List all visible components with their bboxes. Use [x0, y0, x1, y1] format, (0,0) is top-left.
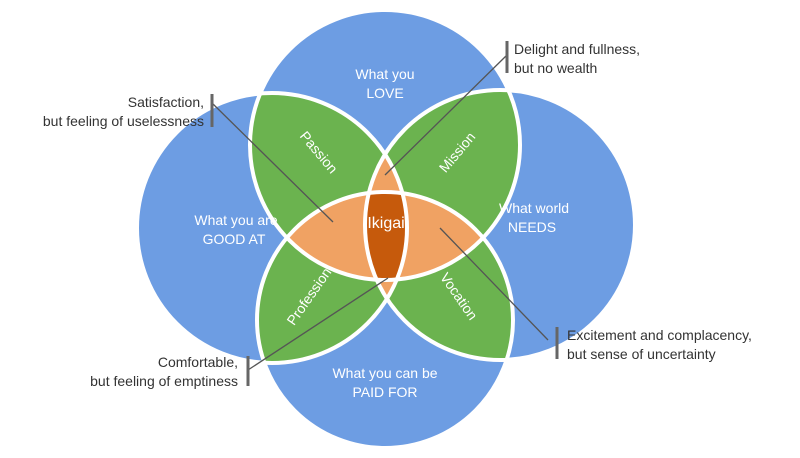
leader-line-bottom-right — [439, 227, 549, 341]
overlap-love-good-paid — [257, 192, 407, 280]
callout-bottom-left: Comfortable, but feeling of emptiness — [90, 353, 238, 391]
callout-bottom-right-line1: Excitement and complacency, — [567, 327, 752, 343]
circle-good-at-label-line1: What you are — [194, 212, 277, 228]
circle-needs-label-line1: What world — [499, 200, 569, 216]
ikigai-center-label: Ikigai — [367, 215, 404, 232]
leader-line-top-left — [211, 102, 334, 223]
circle-love-label-line2: LOVE — [366, 85, 403, 101]
callout-top-right-line1: Delight and fullness, — [514, 41, 641, 57]
leader-line-bottom-left — [247, 277, 389, 371]
leader-line-top-right — [384, 54, 508, 176]
callout-bottom-right-line2: but sense of uncertainty — [567, 346, 716, 362]
callout-top-right-line2: but no wealth — [514, 60, 598, 76]
circle-paid-for-label-line1: What you can be — [332, 365, 437, 381]
callout-top-left-line1: Satisfaction, — [127, 94, 204, 110]
circle-good-at-label-line2: GOOD AT — [203, 231, 266, 247]
callout-bottom-left-line2: but feeling of emptiness — [90, 373, 238, 389]
callout-bottom-right: Excitement and complacency, but sense of… — [567, 326, 752, 364]
callout-top-left: Satisfaction, but feeling of uselessness — [43, 93, 204, 131]
callout-bottom-left-line1: Comfortable, — [157, 354, 238, 370]
circle-paid-for-label-line2: PAID FOR — [352, 384, 417, 400]
overlap-love-needs-paid — [365, 192, 513, 280]
callout-top-left-line2: but feeling of uselessness — [42, 113, 204, 129]
circle-love-label-line1: What you — [355, 66, 414, 82]
callout-top-right: Delight and fullness, but no wealth — [514, 40, 640, 78]
circle-needs-label-line2: NEEDS — [508, 219, 556, 235]
